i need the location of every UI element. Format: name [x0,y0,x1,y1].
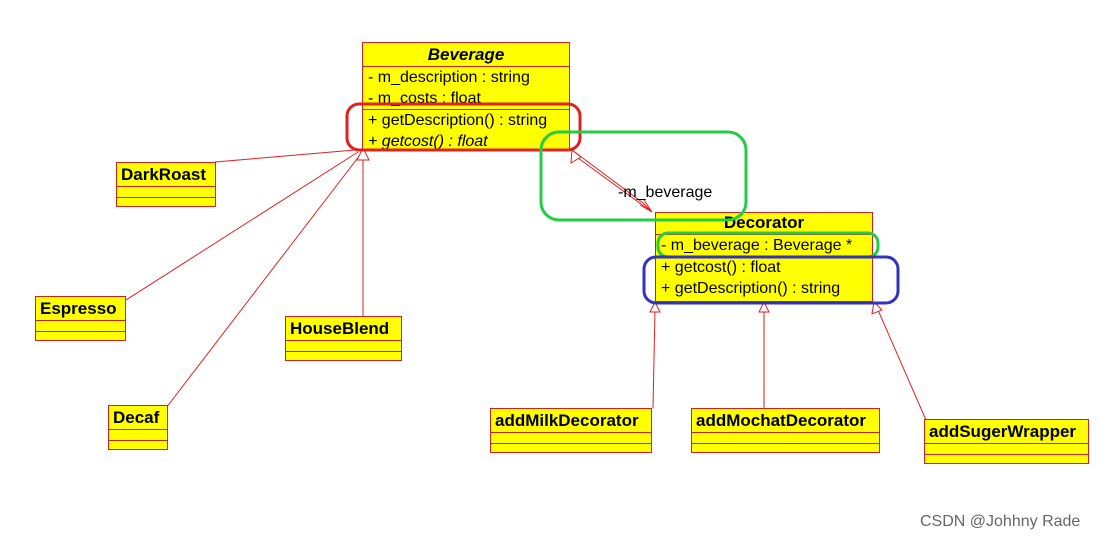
attribute-row: - m_beverage : Beverage * [661,237,853,254]
methods-section: + getDescription() : string + getcost() … [363,110,569,152]
attributes-section [36,321,125,332]
attributes-section [117,187,215,198]
class-name: addSugerWrapper [925,420,1088,444]
class-addsugerwrapper[interactable]: addSugerWrapper [924,419,1089,464]
addsuger-inherits-line [877,309,927,421]
method-row: + getcost() : float [661,259,781,276]
attributes-section: - m_description : string - m_costs : flo… [363,67,569,110]
class-decorator[interactable]: Decorator - m_beverage : Beverage * + ge… [655,212,873,302]
decorator-generalization-arrowhead [570,149,582,164]
methods-section [692,444,879,450]
methods-section [36,332,125,338]
class-espresso[interactable]: Espresso [35,296,126,341]
class-name: Beverage [363,43,569,67]
class-name: Decaf [109,406,167,430]
class-name: addMilkDecorator [491,409,651,433]
method-row: + getDescription() : string [368,112,548,129]
class-name: addMochatDecorator [692,409,879,433]
class-name: DarkRoast [117,163,215,187]
attributes-section [692,433,879,444]
class-darkroast[interactable]: DarkRoast [116,162,216,207]
attributes-section [109,430,167,441]
decaf-inherits-line [165,154,361,409]
darkroast-inherits-line [214,149,356,163]
class-addmilkdecorator[interactable]: addMilkDecorator [490,408,652,453]
methods-section: + getcost() : float + getDescription() :… [656,257,872,299]
attribute-row: - m_costs : float [368,90,481,107]
methods-section [117,198,215,204]
association-label: -m_beverage [618,184,713,201]
espresso-inherits-line [125,151,359,301]
class-addmochatdecorator[interactable]: addMochatDecorator [691,408,880,453]
watermark: CSDN @Johhny Rade [920,513,1081,530]
addsuger-arrowhead [871,300,883,315]
method-row: + getDescription() : string [661,280,841,297]
methods-section [925,455,1088,461]
methods-section [491,444,651,450]
addmilk-arrowhead [649,300,661,313]
method-row: + getcost() : float [368,133,488,150]
attributes-section [286,341,401,352]
addmilk-inherits-line [652,309,656,409]
beverage-generalization-arrowhead [356,146,370,161]
class-name: Espresso [36,297,125,321]
attributes-section: - m_beverage : Beverage * [656,235,872,257]
class-decaf[interactable]: Decaf [108,405,168,450]
methods-section [109,441,167,447]
attribute-row: - m_description : string [368,69,530,86]
methods-section [286,352,401,358]
class-name: Decorator [656,213,872,235]
class-beverage[interactable]: Beverage - m_description : string - m_co… [362,42,570,150]
class-name: HouseBlend [286,317,401,341]
class-houseblend[interactable]: HouseBlend [285,316,402,361]
addmochat-arrowhead [758,300,770,313]
attributes-section [491,433,651,444]
attributes-section [925,444,1088,455]
